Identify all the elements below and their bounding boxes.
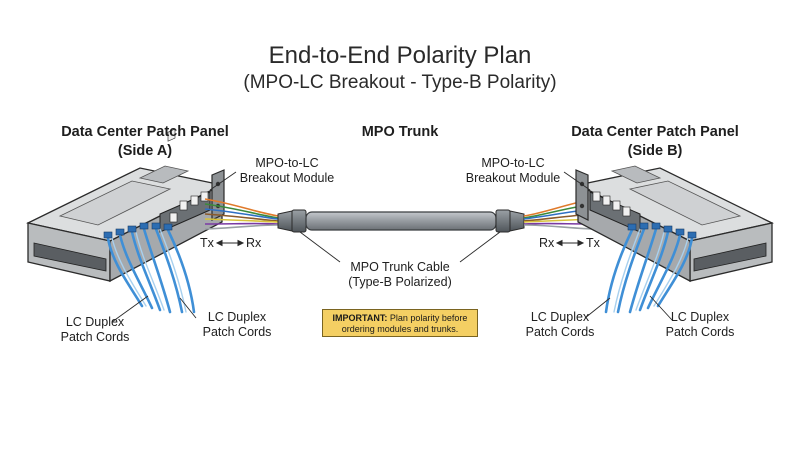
side-a-cords-left-label: LC Duplex Patch Cords [50,315,140,345]
mpo-trunk-cable [277,209,525,233]
leader-lines [111,171,673,323]
side-a-heading-line1: Data Center Patch Panel [61,124,229,140]
important-note-text: Plan polarity before ordering modules an… [341,313,468,334]
trunk-heading: MPO Trunk [361,124,439,140]
side-a-module-line1: MPO-to-LC [255,156,319,170]
side-a-module-label: MPO-to-LC Breakout Module [232,156,342,186]
side-b-tx-label: Tx [586,236,600,250]
side-a-cords-left-line2: Patch Cords [60,330,130,344]
patch-panel-side-b [575,165,774,283]
trunk-cable-line2: (Type-B Polarized) [348,275,452,289]
side-a-cords-right-label: LC Duplex Patch Cords [192,310,282,340]
fiber-fanout-side-a [204,198,279,230]
side-a-cords-left-line1: LC Duplex [65,315,125,329]
side-b-heading: Data Center Patch Panel (Side B) [560,123,750,161]
trunk-cable-line1: MPO Trunk Cable [350,260,450,274]
diagram-subtitle: (MPO-LC Breakout - Type-B Polarity) [243,72,557,93]
side-b-module-line1: MPO-to-LC [481,156,545,170]
rx-tx-arrow-side-b [555,239,585,247]
side-a-heading: Data Center Patch Panel (Side A) [50,123,240,161]
side-b-rx-label: Rx [539,236,555,250]
side-a-tx-label: Tx [200,236,214,250]
important-note-label: IMPORTANT: [332,313,388,323]
side-b-cords-left-line2: Patch Cords [525,325,595,339]
side-b-cords-right-label: LC Duplex Patch Cords [655,310,745,340]
side-b-cords-right-line2: Patch Cords [665,325,735,339]
side-b-cords-left-label: LC Duplex Patch Cords [515,310,605,340]
patch-panel-side-a [26,128,225,283]
lc-patch-cords-side-a [103,222,196,314]
diagram-title: End-to-End Polarity Plan [268,42,532,69]
side-a-cords-right-line1: LC Duplex [207,310,267,324]
side-b-module-label: MPO-to-LC Breakout Module [458,156,568,186]
lc-patch-cords-side-b [604,222,697,314]
trunk-cable-label: MPO Trunk Cable (Type-B Polarized) [330,260,470,290]
side-b-heading-line1: Data Center Patch Panel [571,124,739,140]
side-b-module-line2: Breakout Module [465,171,561,185]
side-a-rx-label: Rx [246,236,262,250]
side-b-cords-right-line1: LC Duplex [670,310,730,324]
side-b-heading-line2: (Side B) [627,143,683,159]
side-a-module-line2: Breakout Module [239,171,335,185]
side-b-cords-left-line1: LC Duplex [530,310,590,324]
side-a-heading-line2: (Side A) [117,143,173,159]
important-note: IMPORTANT: Plan polarity before ordering… [322,309,478,337]
tx-rx-arrow-side-a [215,239,245,247]
side-a-cords-right-line2: Patch Cords [202,325,272,339]
